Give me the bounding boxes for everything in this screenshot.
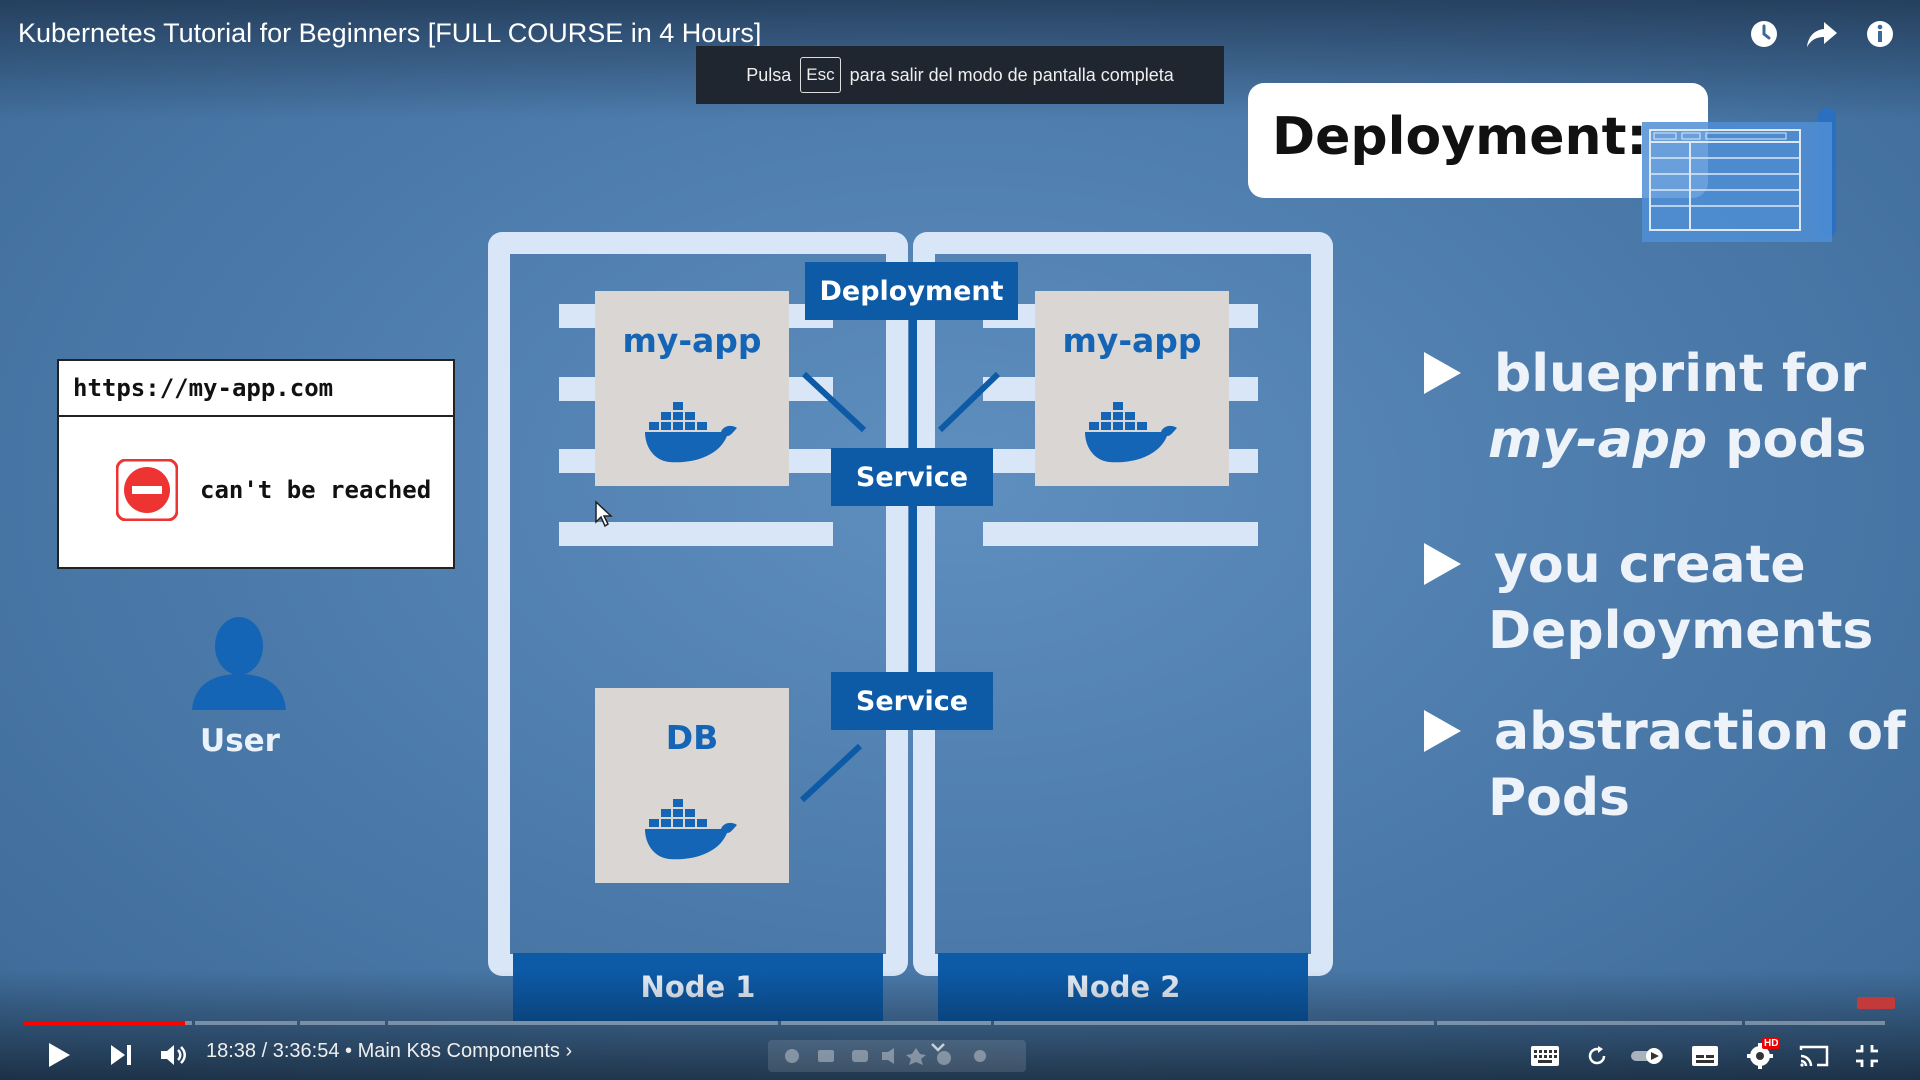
bullet-1-rest: pods (1707, 410, 1867, 470)
connection-lines (799, 371, 1001, 803)
chapter-segment (1437, 1021, 1742, 1025)
toast-text-after: para salir del modo de pantalla completa (849, 64, 1174, 85)
chapter-segment (781, 1021, 991, 1025)
deployment-box: Deployment (805, 262, 1018, 320)
video-title[interactable]: Kubernetes Tutorial for Beginners [FULL … (18, 18, 762, 48)
docker-whale-icon (1085, 402, 1177, 463)
mouse-cursor-icon (595, 500, 613, 528)
progress-bar[interactable] (24, 1021, 1896, 1025)
pod-db: DB (595, 688, 789, 883)
info-icon[interactable] (1864, 18, 1896, 50)
bullet-2-line2: Deployments (1488, 601, 1874, 661)
top-icon-group (1748, 18, 1896, 50)
loop-icon (1588, 1046, 1606, 1065)
user-label: User (200, 723, 280, 759)
pod-label: DB (665, 718, 719, 757)
extension-icons (785, 1043, 986, 1065)
browser-error-row: can't be reached (59, 417, 453, 521)
browser-url: https://my-app.com (59, 361, 453, 417)
autoplay-toggle[interactable] (1626, 1040, 1668, 1072)
browser-window: https://my-app.com can't be reached (57, 359, 455, 569)
service-box-bottom: Service (831, 672, 993, 730)
docker-whale-icon (645, 799, 737, 860)
pod-my-app-node2: my-app (1035, 291, 1229, 486)
toast-text-before: Pulsa (746, 64, 792, 85)
cast-icon (1799, 1045, 1829, 1067)
chapter-segment (388, 1021, 778, 1025)
chapter-segment (994, 1021, 1434, 1025)
time-display: 18:38 / 3:36:54 (206, 1040, 340, 1062)
cast-button[interactable] (1796, 1040, 1832, 1072)
play-icon (49, 1043, 70, 1067)
esc-key-badge: Esc (800, 57, 841, 93)
autoplay-toggle-icon (1631, 1048, 1663, 1064)
youtube-mini-badge (1857, 997, 1895, 1009)
play-button[interactable] (42, 1038, 76, 1072)
pod-label: my-app (622, 321, 762, 360)
exit-fullscreen-icon (1856, 1045, 1878, 1067)
pod-my-app-node1: my-app (595, 291, 789, 486)
keyboard-icon (1531, 1046, 1559, 1066)
time-and-chapter: 18:38 / 3:36:54 • Main K8s Components › (206, 1040, 572, 1063)
docker-whale-icon (645, 402, 737, 463)
time-separator: • (339, 1040, 358, 1062)
chapter-title[interactable]: Main K8s Components (357, 1040, 560, 1062)
progress-played (24, 1021, 185, 1025)
subtitles-icon (1692, 1046, 1718, 1066)
chapter-chevron-icon[interactable]: › (565, 1040, 573, 1062)
loop-button[interactable] (1582, 1040, 1612, 1072)
bullet-arrow-icon (1424, 352, 1461, 394)
blueprint-document-icon (1642, 108, 1842, 248)
keyboard-button[interactable] (1528, 1040, 1562, 1072)
fullscreen-exit-toast: Pulsa Esc para salir del modo de pantall… (696, 46, 1224, 104)
clock-icon[interactable] (1748, 18, 1780, 50)
bullet-1-emphasis: my-app (1488, 410, 1708, 470)
bullet-2-line1: you create (1494, 535, 1806, 595)
chapter-segment (300, 1021, 385, 1025)
volume-button[interactable] (156, 1038, 190, 1072)
settings-button[interactable]: HD (1742, 1038, 1782, 1072)
volume-icon (161, 1045, 186, 1065)
hd-badge: HD (1762, 1038, 1781, 1049)
bullet-arrow-icon (1424, 543, 1461, 585)
chapter-segment (1745, 1021, 1885, 1025)
slide-title: Deployment: (1272, 107, 1648, 167)
browser-error-text: can't be reached (200, 476, 432, 504)
blocked-icon (116, 459, 178, 521)
pod-label: my-app (1062, 321, 1202, 360)
extension-toolbar (768, 1040, 1026, 1072)
skip-next-icon (111, 1045, 131, 1065)
chapter-segment (195, 1021, 297, 1025)
bullet-1-line2: my-app pods (1488, 406, 1866, 474)
bullet-3-line1: abstraction of (1494, 702, 1906, 762)
slide-title-card: Deployment: (1248, 83, 1708, 198)
exit-fullscreen-button[interactable] (1850, 1040, 1884, 1072)
network-stripe (983, 522, 1258, 546)
bullet-1-line1: blueprint for (1494, 344, 1866, 404)
bullet-3-line2: Pods (1488, 768, 1631, 828)
gear-icon (1747, 1043, 1773, 1069)
share-icon[interactable] (1806, 18, 1838, 50)
subtitles-button[interactable] (1688, 1040, 1722, 1072)
service-box-top: Service (831, 448, 993, 506)
user-icon (192, 617, 286, 710)
next-button[interactable] (104, 1038, 138, 1072)
bullet-arrow-icon (1424, 710, 1461, 752)
